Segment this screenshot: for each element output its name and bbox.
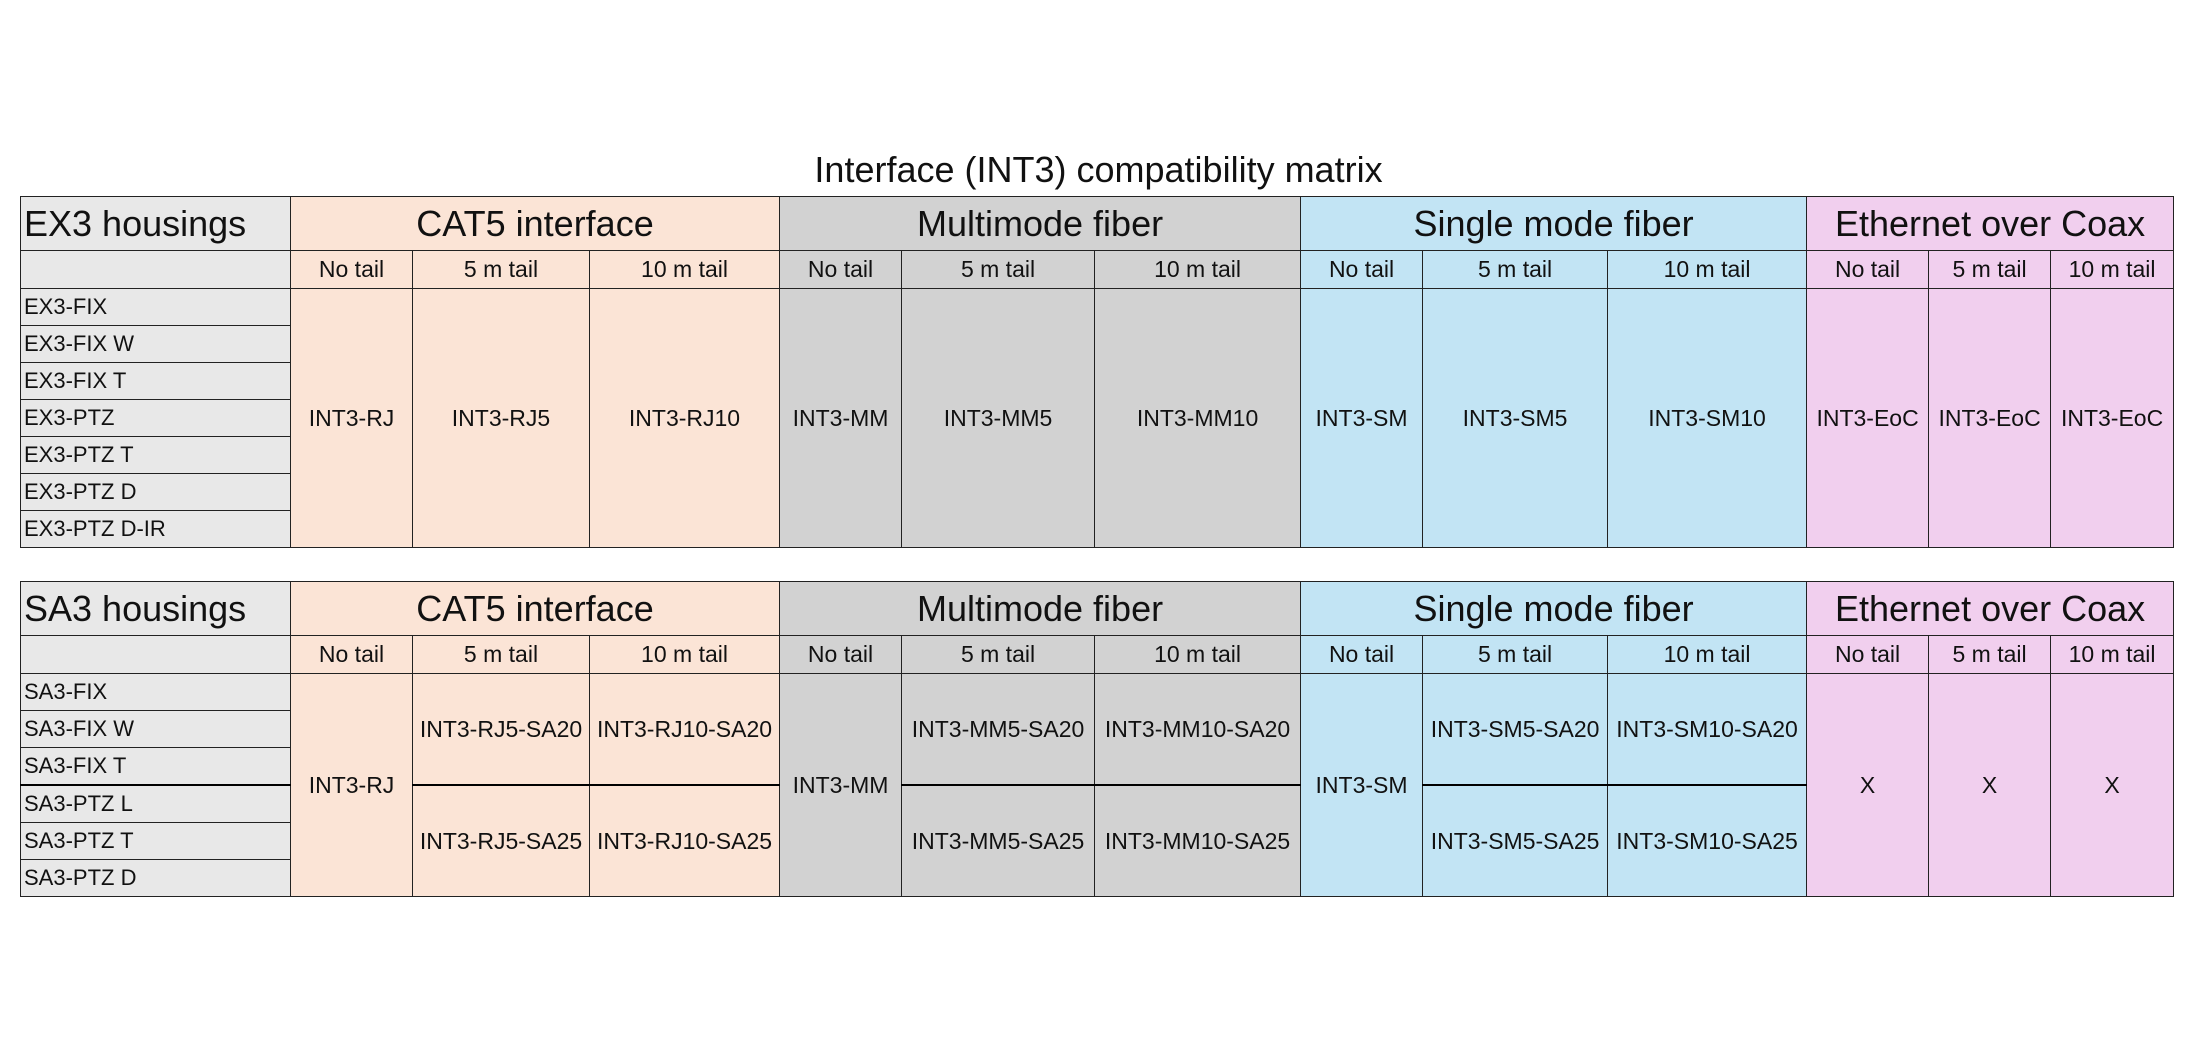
table-row: SA3-FIX INT3-RJ INT3-RJ5-SA20 INT3-RJ10-… <box>20 673 2175 897</box>
tail-header: 10 m tail <box>1094 635 1302 674</box>
singlemode-group-header: Single mode fiber <box>1300 581 1808 636</box>
tail-header-row: No tail 5 m tail 10 m tail No tail 5 m t… <box>20 635 2175 674</box>
ex3-compatibility-table: EX3 housings CAT5 interface Multimode fi… <box>20 196 2175 548</box>
tail-header: 5 m tail <box>412 250 590 289</box>
part-number: INT3-MM10 <box>1094 288 1302 548</box>
part-number: INT3-MM <box>779 288 903 548</box>
part-number: INT3-MM10-SA20 <box>1094 673 1302 786</box>
part-number: INT3-RJ10-SA25 <box>588 784 781 897</box>
tail-header: No tail <box>1806 250 1930 289</box>
table-row: SA3-PTZ T <box>20 822 2174 860</box>
housing-model: EX3-PTZ D <box>20 473 291 511</box>
part-number: INT3-RJ5 <box>412 288 590 548</box>
group-header-row: EX3 housings CAT5 interface Multimode fi… <box>20 196 2175 251</box>
housing-model: EX3-FIX W <box>20 325 291 363</box>
table-row: EX3-FIX INT3-RJ INT3-RJ5 INT3-RJ10 INT3-… <box>20 288 2175 548</box>
part-number: INT3-SM5-SA25 <box>1422 784 1609 897</box>
cat5-group-header: CAT5 interface <box>289 581 781 636</box>
table-row: EX3-PTZ T <box>20 436 2174 474</box>
housing-model: SA3-PTZ L <box>20 784 291 823</box>
part-number: INT3-SM10-SA20 <box>1607 673 1808 786</box>
tail-header: No tail <box>779 250 903 289</box>
part-number: INT3-MM5-SA25 <box>901 784 1096 897</box>
tail-header: 5 m tail <box>1928 635 2052 674</box>
table-row: SA3-FIX W <box>20 710 2174 748</box>
blank-header-cell <box>20 635 291 674</box>
housing-model: EX3-FIX <box>20 288 291 326</box>
not-compatible-mark: X <box>2050 673 2175 897</box>
housing-model: SA3-FIX W <box>20 710 291 748</box>
sa3-compatibility-table: SA3 housings CAT5 interface Multimode fi… <box>20 581 2175 897</box>
tail-header: No tail <box>1300 250 1424 289</box>
tail-header: 10 m tail <box>2050 635 2175 674</box>
part-number: INT3-SM <box>1300 288 1424 548</box>
part-number: INT3-MM5-SA20 <box>901 673 1096 786</box>
ex3-housings-header: EX3 housings <box>20 196 291 251</box>
part-number: INT3-SM <box>1300 673 1424 897</box>
part-number: INT3-SM5 <box>1422 288 1609 548</box>
part-number: INT3-SM10 <box>1607 288 1808 548</box>
part-number: INT3-RJ5-SA20 <box>412 673 590 786</box>
table-row: EX3-FIX T <box>20 362 2174 400</box>
multimode-group-header: Multimode fiber <box>779 196 1302 251</box>
tail-header: 10 m tail <box>588 250 781 289</box>
tail-header: No tail <box>1300 635 1424 674</box>
part-number: INT3-EoC <box>1806 288 1930 548</box>
table-row: EX3-PTZ D <box>20 473 2174 511</box>
table-row: EX3-FIX W <box>20 325 2174 363</box>
table-row: SA3-FIX T <box>20 747 2174 786</box>
part-number: INT3-RJ10 <box>588 288 781 548</box>
tail-header: 5 m tail <box>1422 635 1609 674</box>
part-number: INT3-RJ10-SA20 <box>588 673 781 786</box>
part-number: INT3-RJ <box>290 288 413 548</box>
eoc-group-header: Ethernet over Coax <box>1806 581 2175 636</box>
tail-header-row: No tail 5 m tail 10 m tail No tail 5 m t… <box>20 250 2175 289</box>
housing-model: SA3-FIX T <box>20 747 291 786</box>
table-row: SA3-PTZ D <box>20 859 2174 897</box>
housing-model: EX3-PTZ D-IR <box>20 510 291 548</box>
housing-model: SA3-PTZ D <box>20 859 291 897</box>
cat5-group-header: CAT5 interface <box>289 196 781 251</box>
tail-header: 10 m tail <box>1094 250 1302 289</box>
part-number: INT3-SM5-SA20 <box>1422 673 1609 786</box>
tail-header: 5 m tail <box>412 635 590 674</box>
page-title: Interface (INT3) compatibility matrix <box>814 149 1383 190</box>
part-number: INT3-SM10-SA25 <box>1607 784 1808 897</box>
tail-header: 5 m tail <box>1422 250 1609 289</box>
tail-header: 10 m tail <box>588 635 781 674</box>
housing-model: EX3-PTZ <box>20 399 291 437</box>
not-compatible-mark: X <box>1928 673 2052 897</box>
tail-header: No tail <box>290 250 413 289</box>
tail-header: 10 m tail <box>2050 250 2175 289</box>
part-number: INT3-MM10-SA25 <box>1094 784 1302 897</box>
part-number: INT3-RJ <box>290 673 413 897</box>
tail-header: 5 m tail <box>901 250 1096 289</box>
tail-header: 5 m tail <box>901 635 1096 674</box>
blank-header-cell <box>20 250 291 289</box>
tail-header: 10 m tail <box>1607 250 1808 289</box>
group-header-row: SA3 housings CAT5 interface Multimode fi… <box>20 581 2175 636</box>
singlemode-group-header: Single mode fiber <box>1300 196 1808 251</box>
part-number: INT3-RJ5-SA25 <box>412 784 590 897</box>
table-row: EX3-PTZ D-IR <box>20 510 2174 548</box>
part-number: INT3-MM5 <box>901 288 1096 548</box>
multimode-group-header: Multimode fiber <box>779 581 1302 636</box>
part-number: INT3-EoC <box>1928 288 2052 548</box>
housing-model: EX3-FIX T <box>20 362 291 400</box>
sa3-housings-header: SA3 housings <box>20 581 291 636</box>
housing-model: EX3-PTZ T <box>20 436 291 474</box>
part-number: INT3-MM <box>779 673 903 897</box>
part-number: INT3-EoC <box>2050 288 2175 548</box>
not-compatible-mark: X <box>1806 673 1930 897</box>
tail-header: No tail <box>1806 635 1930 674</box>
table-row: SA3-PTZ L INT3-RJ5-SA25 INT3-RJ10-SA25 I… <box>20 784 2174 897</box>
eoc-group-header: Ethernet over Coax <box>1806 196 2175 251</box>
tail-header: 5 m tail <box>1928 250 2052 289</box>
tail-header: No tail <box>290 635 413 674</box>
housing-model: SA3-FIX <box>20 673 291 711</box>
housing-model: SA3-PTZ T <box>20 822 291 860</box>
tail-header: 10 m tail <box>1607 635 1808 674</box>
tail-header: No tail <box>779 635 903 674</box>
